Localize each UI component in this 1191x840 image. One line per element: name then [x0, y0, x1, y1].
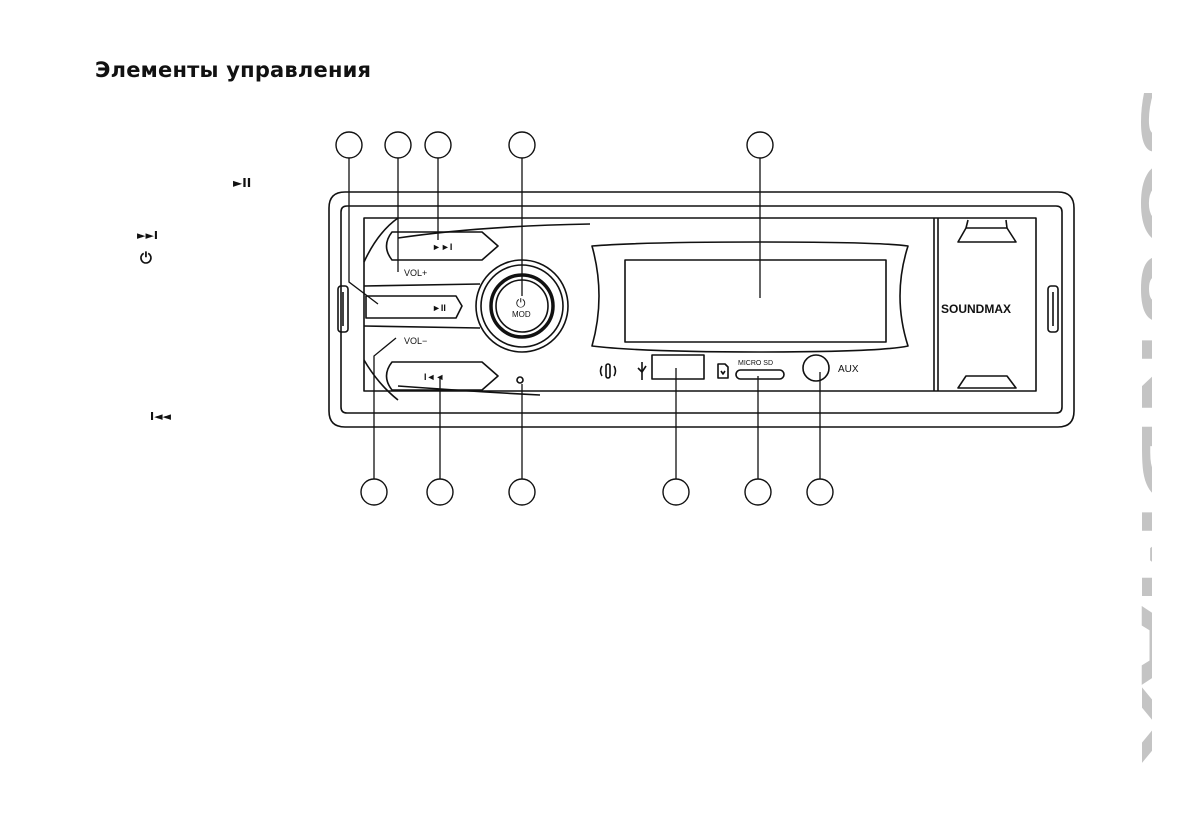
brand-watermark-text: SOUNDMAX [1128, 85, 1152, 765]
left-clip [337, 285, 349, 333]
callout-3 [424, 131, 452, 159]
panel-brand-label: SOUNDMAX [941, 302, 1011, 316]
prev-button-outline [385, 361, 499, 391]
next-button-label: ►►I [432, 242, 452, 252]
callout-5 [746, 131, 774, 159]
reset-hole [516, 376, 524, 384]
micro-sd-label: MICRO SD [738, 360, 773, 367]
radio-inner-frame [340, 205, 1063, 414]
usb-port [651, 354, 705, 380]
next-button-outline [385, 231, 499, 261]
callout-11 [806, 478, 834, 506]
callout-7 [426, 478, 454, 506]
play-pause-icon: ►II [233, 176, 252, 190]
aux-jack [802, 354, 830, 382]
prev-button-label: I◄◄ [424, 372, 444, 382]
leader-6 [373, 337, 397, 479]
play-pause-button-label: ►II [432, 303, 446, 313]
power-icon: ⏻ [140, 249, 152, 267]
usb-symbol-icon [637, 362, 647, 380]
ir-sensor-icon [599, 363, 617, 379]
micro-sd-slot [735, 369, 785, 380]
callout-4 [508, 131, 536, 159]
radio-faceplate [363, 217, 1037, 392]
lcd-display [591, 241, 909, 353]
brand-watermark: SOUNDMAX [1128, 85, 1152, 765]
play-pause-button-outline [365, 295, 463, 319]
knob-power-icon: ⏻ [516, 296, 526, 310]
callout-9 [662, 478, 690, 506]
next-track-icon: ►►I [137, 229, 159, 242]
callout-2 [384, 131, 412, 159]
callout-8 [508, 478, 536, 506]
knob-mod-label: MOD [512, 310, 531, 319]
vol-plus-label: VOL+ [404, 268, 427, 278]
leader-1 [348, 158, 379, 305]
vol-minus-label: VOL− [404, 336, 427, 346]
callout-10 [744, 478, 772, 506]
sd-card-icon [717, 363, 729, 379]
page-title: Элементы управления [95, 58, 372, 82]
right-clip [1047, 285, 1059, 333]
aux-label: AUX [838, 364, 859, 375]
previous-track-icon: I◄◄ [150, 410, 172, 423]
callout-1 [335, 131, 363, 159]
callout-6 [360, 478, 388, 506]
radio-outer-frame [328, 191, 1075, 428]
